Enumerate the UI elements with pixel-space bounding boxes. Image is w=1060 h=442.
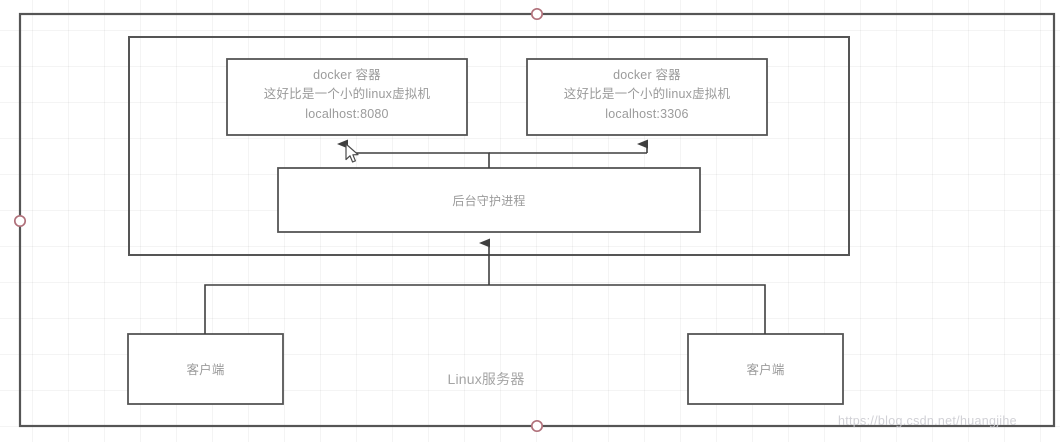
connector-client-right-to-bus bbox=[489, 284, 766, 334]
client-right-box bbox=[687, 333, 844, 405]
handle-bottom-center bbox=[530, 419, 544, 433]
connector-client-left-to-bus bbox=[204, 284, 489, 334]
docker-container-8080-box bbox=[226, 58, 468, 136]
connector-daemon-to-containers bbox=[347, 152, 490, 168]
docker-container-3306-box bbox=[526, 58, 768, 136]
client-left-box bbox=[127, 333, 284, 405]
handle-left-middle bbox=[13, 214, 27, 228]
daemon-process-box bbox=[277, 167, 701, 233]
handle-top-center bbox=[530, 7, 544, 21]
